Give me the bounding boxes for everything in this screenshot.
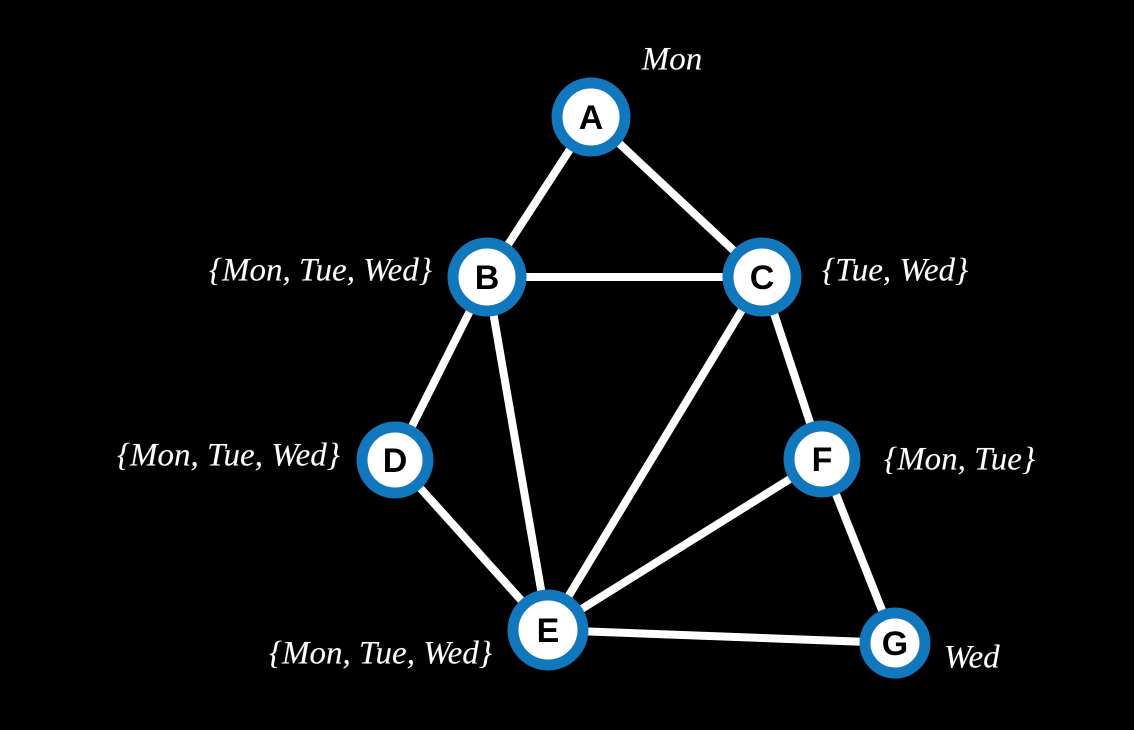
node-circle-b xyxy=(447,237,527,317)
node-label-d: D xyxy=(383,442,408,480)
domain-label-c: {Tue, Wed} xyxy=(822,252,969,289)
node-circle-a xyxy=(551,77,631,157)
node-circle-g xyxy=(859,607,931,679)
node-f[interactable]: F xyxy=(783,420,861,498)
node-a[interactable]: A xyxy=(551,77,631,157)
edge-e-f xyxy=(544,455,826,634)
edge-b-e xyxy=(483,273,552,634)
domain-label-a: Mon xyxy=(641,41,703,78)
node-circle-e xyxy=(507,589,589,671)
node-circle-c xyxy=(722,237,802,317)
node-e[interactable]: E xyxy=(507,589,589,671)
domain-label-d: {Mon, Tue, Wed} xyxy=(116,437,340,474)
node-label-f: F xyxy=(812,441,833,479)
node-label-c: C xyxy=(750,259,775,297)
edge-c-e xyxy=(544,273,766,634)
node-b[interactable]: B xyxy=(447,237,527,317)
node-label-g: G xyxy=(882,625,908,663)
node-d[interactable]: D xyxy=(356,421,434,499)
edges-layer xyxy=(391,113,899,647)
domain-label-g: Wed xyxy=(944,639,1000,676)
node-label-b: B xyxy=(475,259,500,297)
domain-label-f: {Mon, Tue} xyxy=(884,441,1036,478)
node-circle-f xyxy=(783,420,861,498)
node-label-e: E xyxy=(537,612,560,650)
node-c[interactable]: C xyxy=(722,237,802,317)
nodes-layer: A B C D E F G xyxy=(356,77,931,679)
node-label-a: A xyxy=(579,99,604,137)
node-circle-d xyxy=(356,421,434,499)
edge-e-g xyxy=(544,626,899,647)
domain-label-e: {Mon, Tue, Wed} xyxy=(268,635,492,672)
node-g[interactable]: G xyxy=(859,607,931,679)
domain-label-b: {Mon, Tue, Wed} xyxy=(208,252,432,289)
